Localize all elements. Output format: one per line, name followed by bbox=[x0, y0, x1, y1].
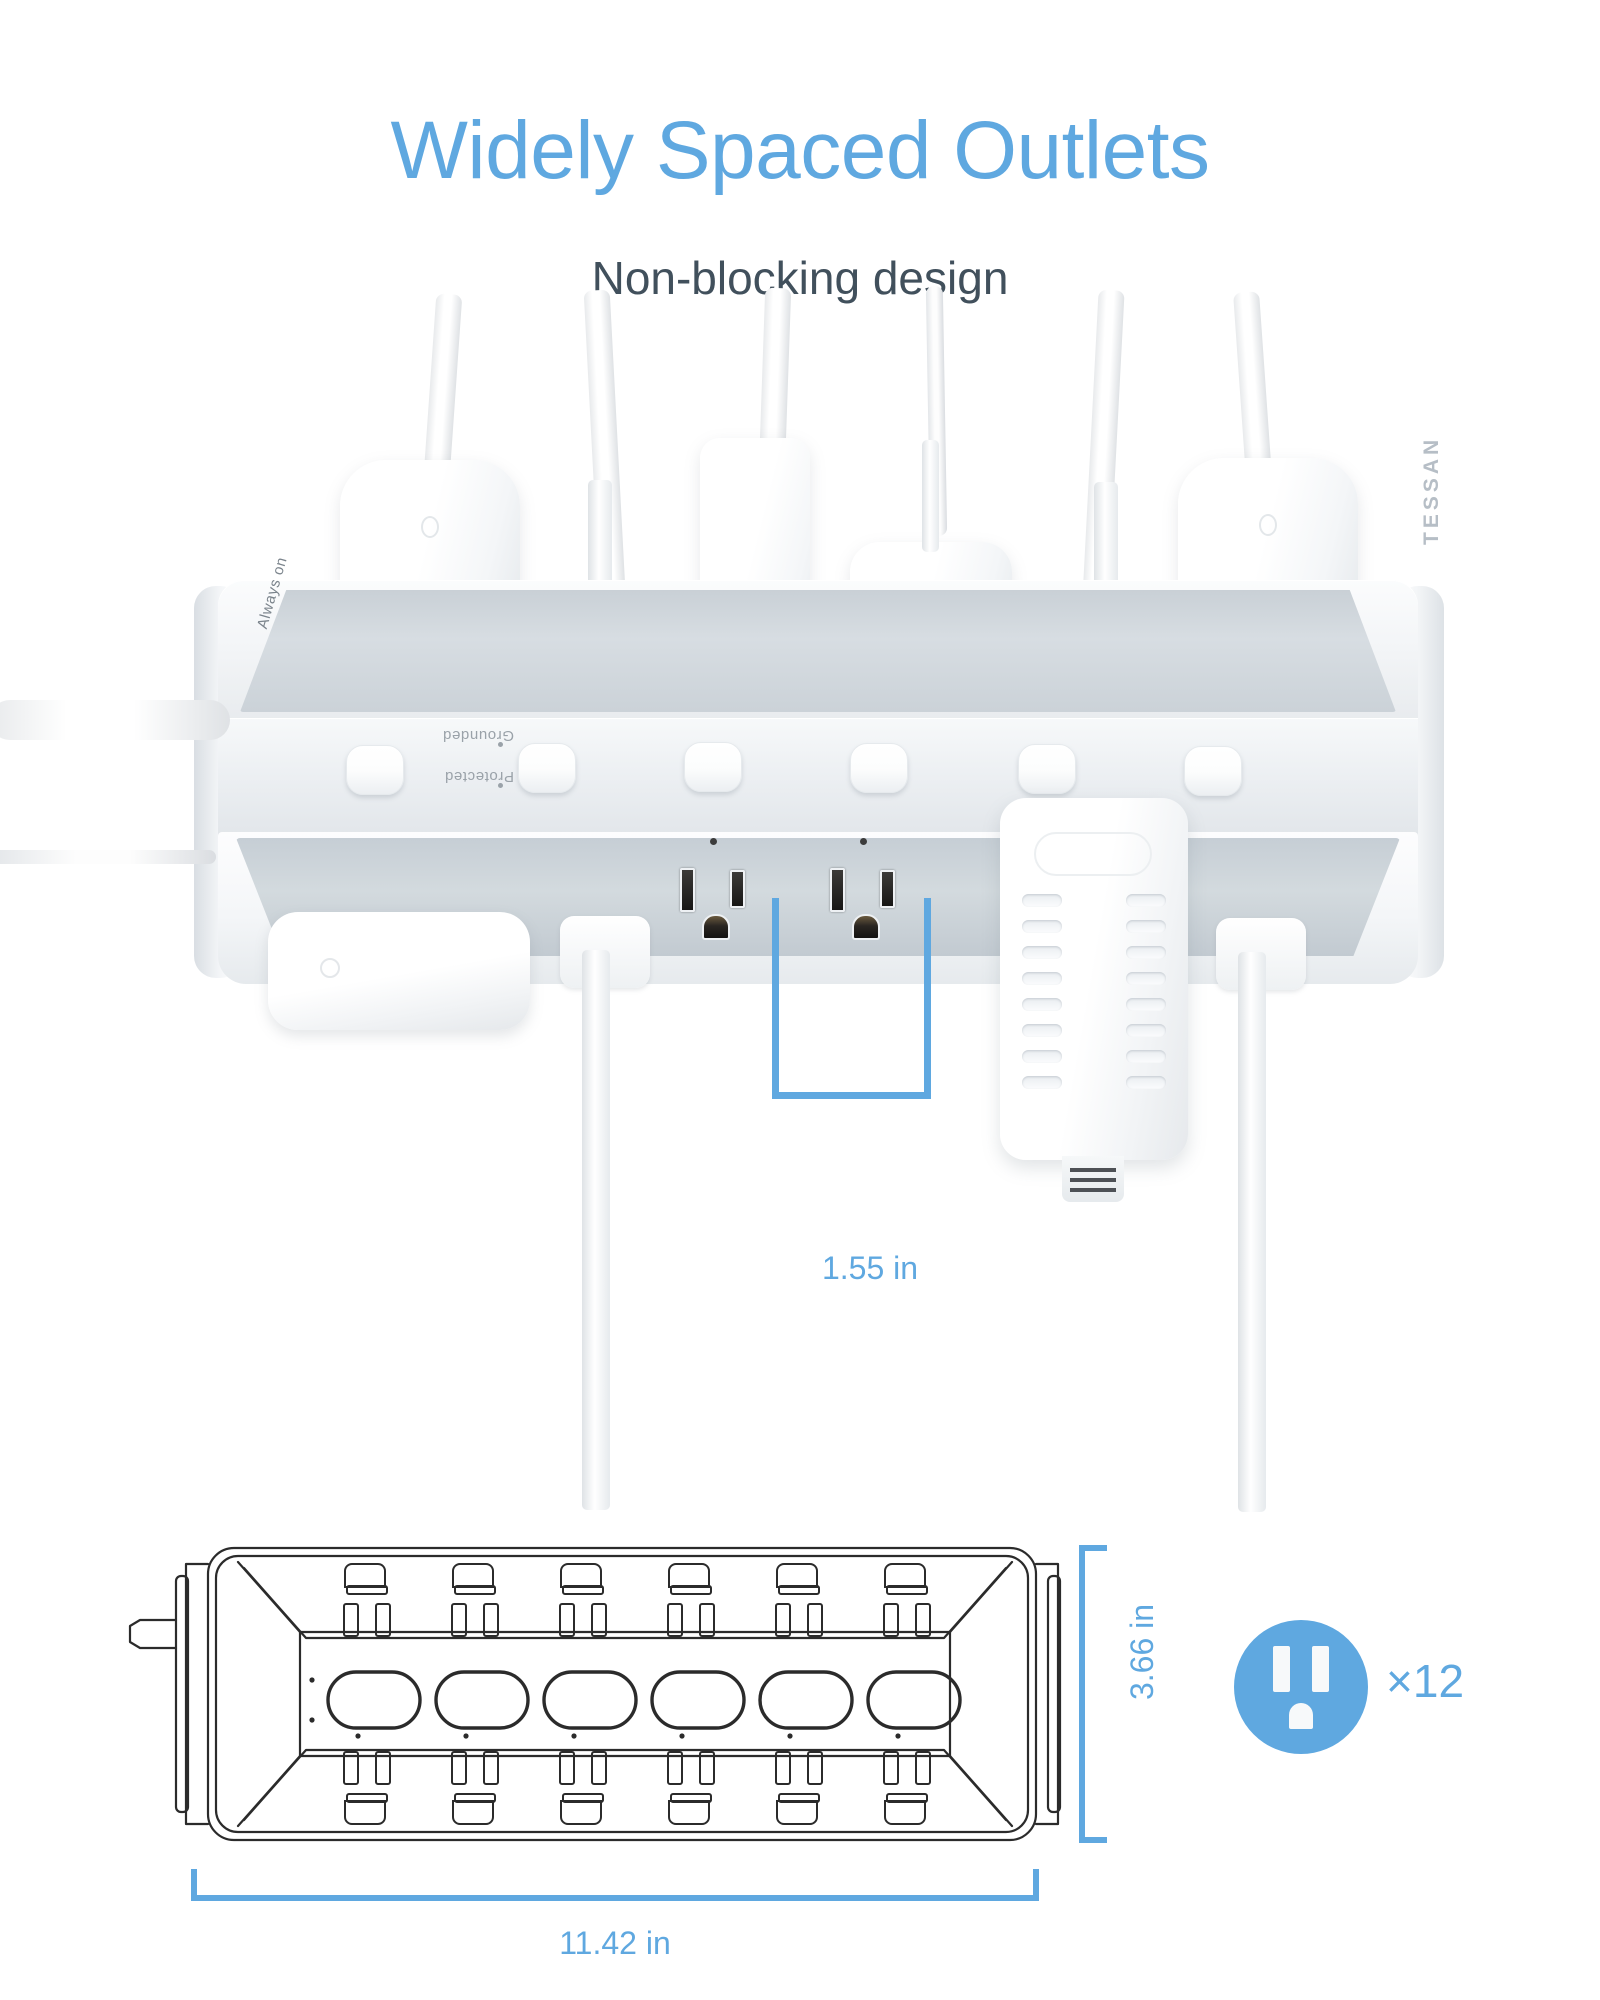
vent-slot bbox=[1126, 972, 1166, 985]
power-switch[interactable] bbox=[1184, 746, 1242, 796]
outlet-slot-right bbox=[730, 870, 745, 908]
vent-slot bbox=[1126, 998, 1166, 1011]
outlet-icon bbox=[1234, 1620, 1368, 1754]
vent-slot bbox=[1126, 1024, 1166, 1037]
label-dot bbox=[498, 783, 503, 788]
outlet-ground-hole bbox=[852, 914, 880, 940]
outlet-slot-left bbox=[680, 868, 695, 912]
vent-slot bbox=[1126, 946, 1166, 959]
adapter-badge bbox=[1034, 832, 1152, 876]
power-strip-body: Always on Grounded Protected bbox=[194, 555, 1444, 984]
vent-slot bbox=[1022, 1050, 1062, 1063]
power-switch[interactable] bbox=[518, 743, 576, 793]
vent-slot bbox=[1022, 998, 1062, 1011]
page-subtitle: Non-blocking design bbox=[591, 252, 1009, 304]
vent-slot bbox=[1022, 1024, 1062, 1037]
dimension-diagram bbox=[0, 1520, 1600, 2000]
outlet-icon-slot-left bbox=[1273, 1646, 1290, 1692]
plug-shaft bbox=[582, 950, 610, 1510]
label-protected: Protected bbox=[444, 768, 514, 785]
vent-slot bbox=[1126, 1050, 1166, 1063]
outlet-count-badge: ×12 bbox=[1234, 1620, 1554, 1760]
outlet-ground-hole bbox=[702, 914, 730, 940]
dimension-label-width: 11.42 in bbox=[559, 1925, 671, 1961]
outlet-led bbox=[860, 838, 867, 845]
outlet-slot-right bbox=[880, 870, 895, 908]
product-photo: Always on Grounded Protected bbox=[0, 285, 1600, 1520]
outlet-icon-slot-right bbox=[1312, 1646, 1329, 1692]
callout-line-horizontal bbox=[772, 1092, 931, 1099]
vent-slot bbox=[1022, 920, 1062, 933]
plug-shaft bbox=[1238, 952, 1266, 1512]
adapter-dimple bbox=[421, 516, 439, 538]
dimension-label-height: 3.66 in bbox=[1124, 1603, 1160, 1700]
power-cord-secondary bbox=[0, 850, 216, 864]
plugged-vent-adapter bbox=[1000, 798, 1188, 1160]
adapter-dimple bbox=[320, 958, 340, 978]
plugged-adapter-flat bbox=[268, 912, 530, 1030]
outlet-slot-left bbox=[830, 868, 845, 912]
measurement-label-spacing: 1.55 in bbox=[821, 1250, 919, 1286]
power-switch[interactable] bbox=[850, 743, 908, 793]
vent-slot bbox=[1126, 920, 1166, 933]
page-title: Widely Spaced Outlets bbox=[390, 105, 1211, 196]
plug-prongs bbox=[1062, 1156, 1124, 1202]
brand-logo: TESSAN bbox=[1420, 435, 1443, 545]
vent-slot bbox=[1126, 894, 1166, 907]
outlet bbox=[814, 838, 918, 944]
plug-shaft bbox=[922, 440, 939, 552]
outlet-icon-ground bbox=[1289, 1703, 1313, 1729]
vent-slot bbox=[1022, 946, 1062, 959]
outlet-count-text: ×12 bbox=[1386, 1655, 1465, 1707]
power-switch[interactable] bbox=[1018, 744, 1076, 794]
label-dot bbox=[498, 742, 503, 747]
adapter-dimple bbox=[1259, 514, 1277, 536]
power-cord bbox=[0, 700, 230, 740]
vent-slot bbox=[1022, 1076, 1062, 1089]
vent-slot bbox=[1022, 972, 1062, 985]
vent-slot bbox=[1022, 894, 1062, 907]
power-switch[interactable] bbox=[346, 745, 404, 795]
prong-stripe bbox=[1070, 1168, 1116, 1172]
prong-stripe bbox=[1070, 1188, 1116, 1192]
outlet bbox=[664, 838, 768, 944]
prong-stripe bbox=[1070, 1178, 1116, 1182]
label-grounded: Grounded bbox=[442, 727, 514, 744]
power-switch[interactable] bbox=[684, 742, 742, 792]
strip-line-drawing bbox=[128, 1545, 1107, 1901]
strip-top-recess bbox=[240, 590, 1396, 712]
vent-slot bbox=[1126, 1076, 1166, 1089]
outlet-led bbox=[710, 838, 717, 845]
